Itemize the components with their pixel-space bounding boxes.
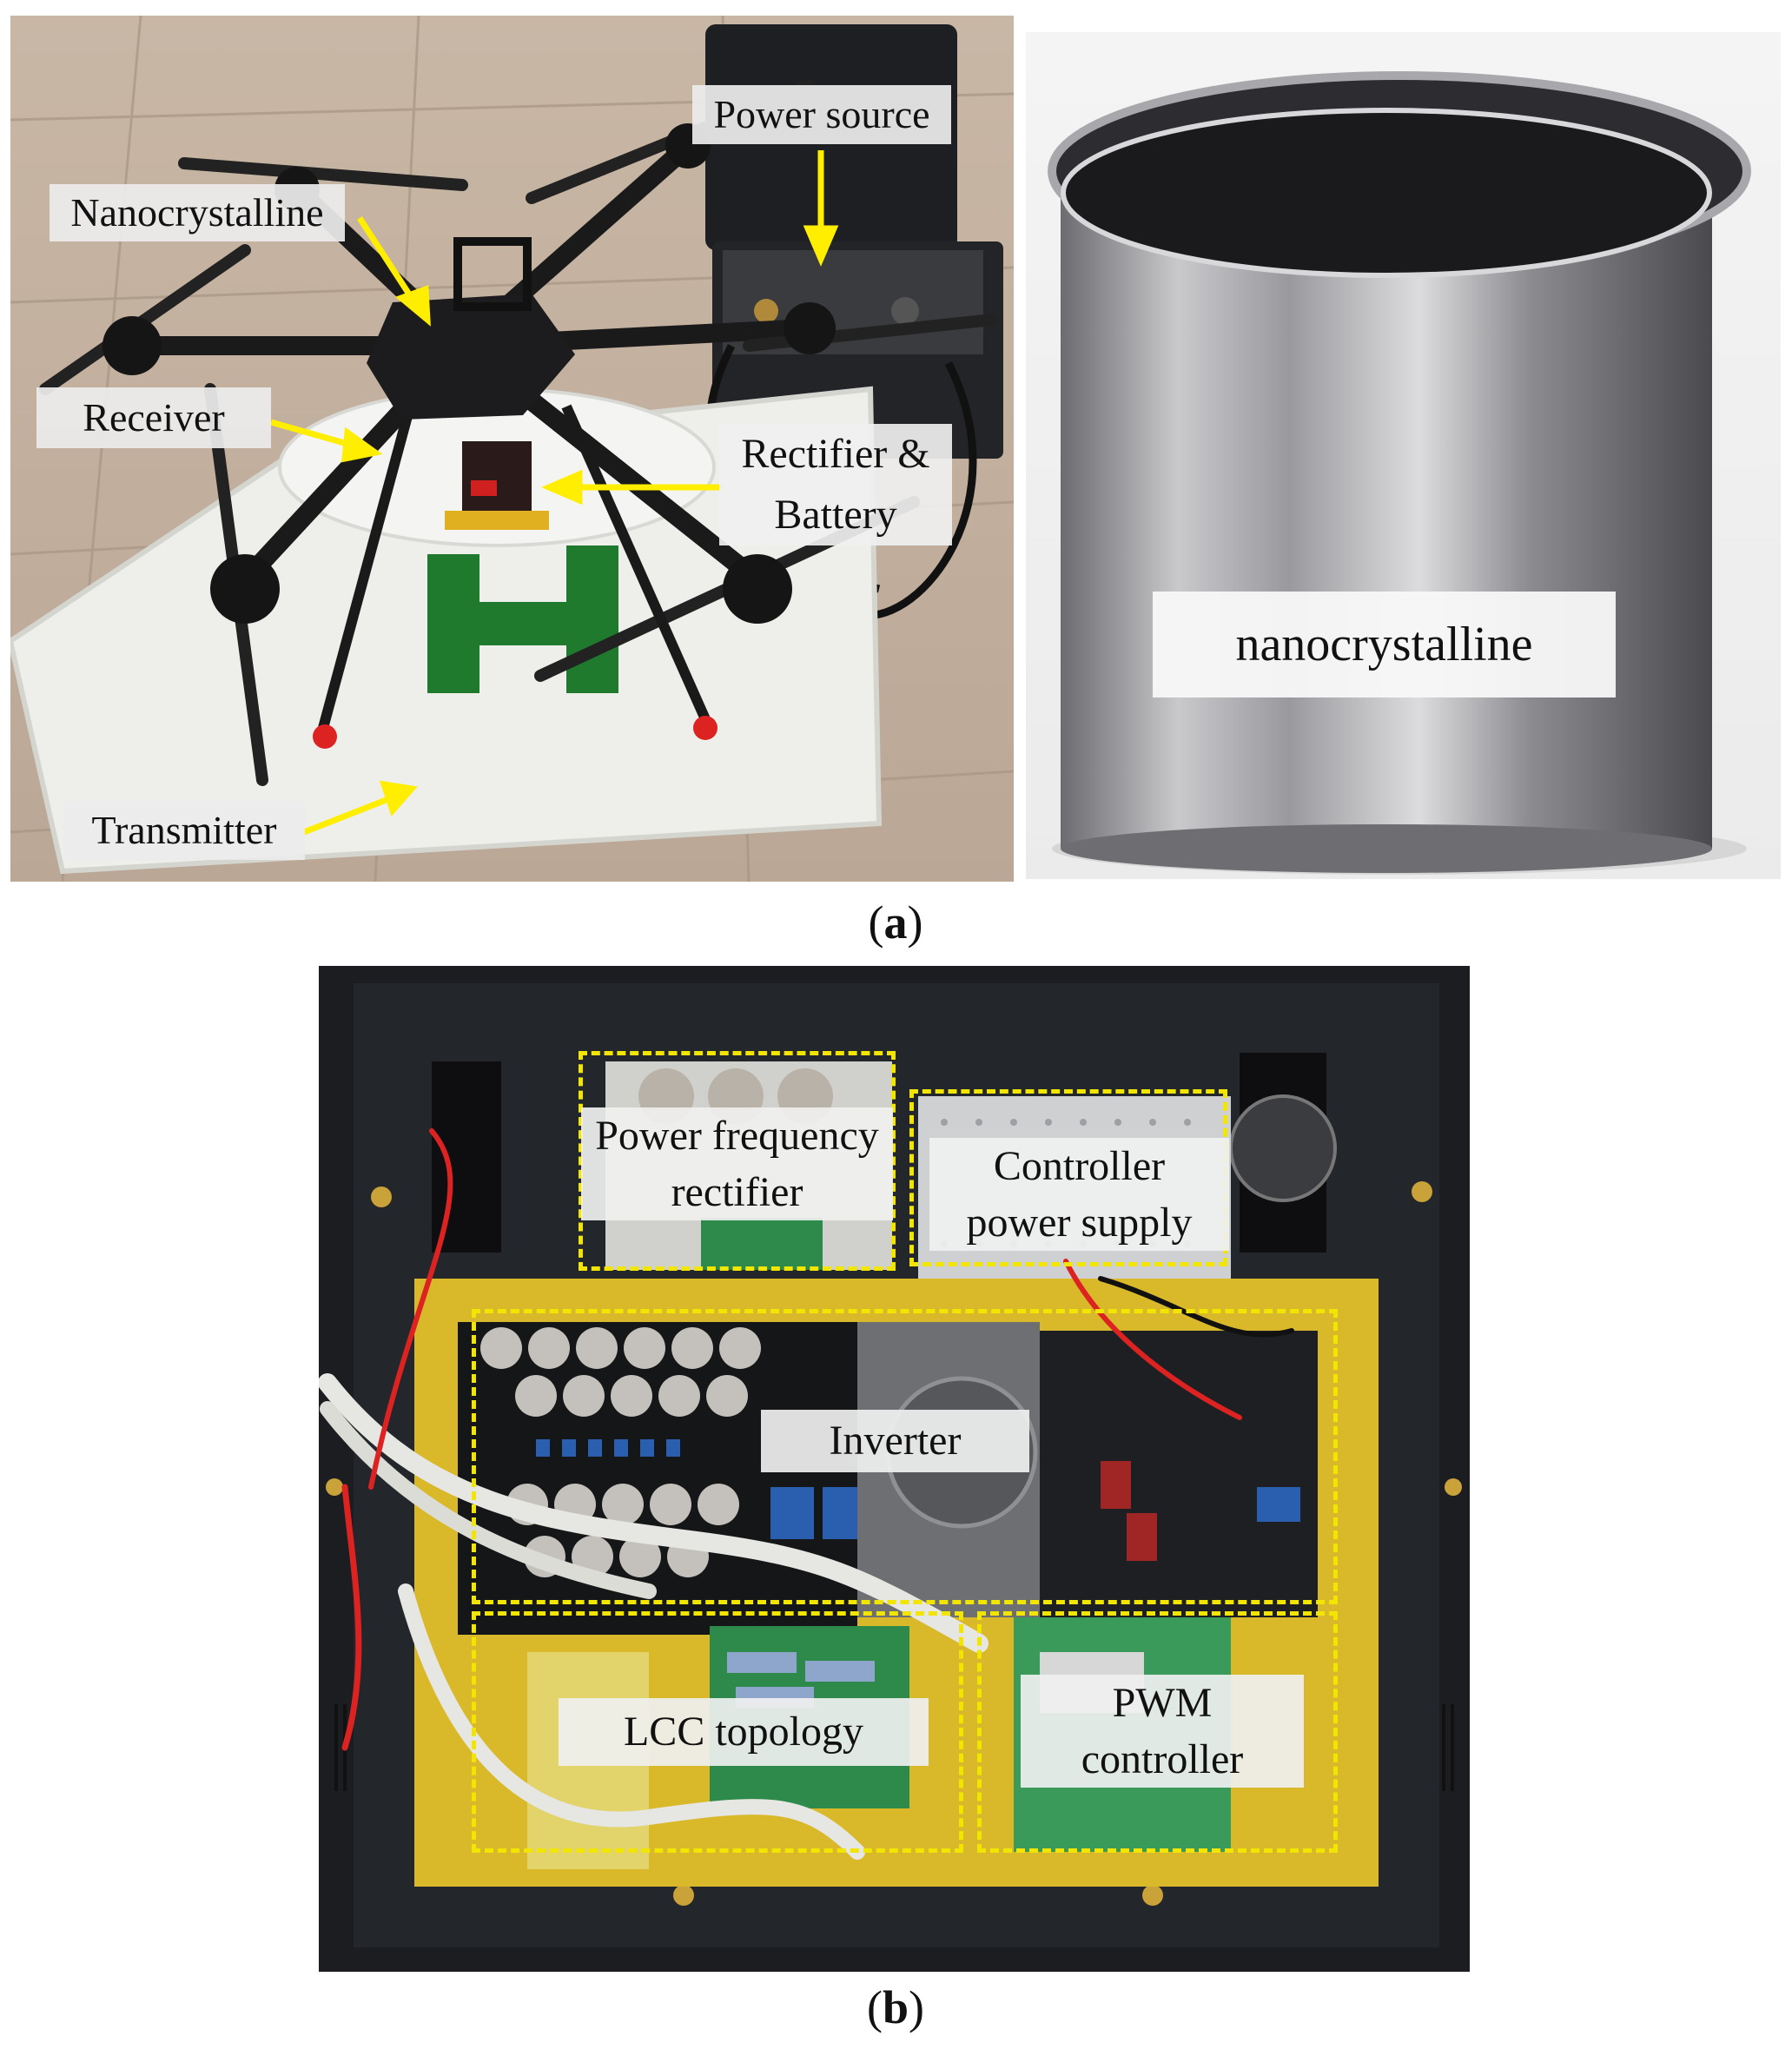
- nanocrystalline-photo: [1026, 32, 1781, 879]
- label-power-source: Power source: [692, 85, 951, 144]
- box-power-frequency-rectifier: [579, 1051, 896, 1271]
- drone-scene: [10, 16, 1014, 882]
- caption-b: (b): [866, 1981, 924, 2033]
- label-nanocrystalline-material: nanocrystalline: [1153, 592, 1616, 697]
- nanocrystalline-roll: [1026, 32, 1781, 879]
- label-nanocrystalline-drone: Nanocrystalline: [50, 184, 345, 241]
- label-inverter: Inverter: [761, 1410, 1029, 1472]
- label-controller-power-supply: Controller power supply: [929, 1138, 1229, 1251]
- label-receiver: Receiver: [36, 387, 271, 448]
- label-pwm-controller: PWM controller: [1021, 1675, 1304, 1788]
- label-rectifier-battery: Rectifier & Battery: [719, 424, 952, 545]
- label-lcc-topology: LCC topology: [559, 1698, 929, 1766]
- box-lcc-topology: [472, 1611, 963, 1853]
- drone-photo: [10, 16, 1014, 882]
- label-power-frequency-rectifier: Power frequency rectifier: [581, 1107, 893, 1220]
- caption-a: (a): [868, 896, 923, 949]
- annotation-arrows: [270, 150, 839, 836]
- label-transmitter: Transmitter: [63, 801, 305, 860]
- box-pwm-controller: [977, 1611, 1338, 1853]
- helipad-h: [427, 545, 618, 693]
- box-inverter: [472, 1309, 1338, 1604]
- caption-a-letter: a: [883, 896, 908, 949]
- caption-b-letter: b: [882, 1981, 909, 2033]
